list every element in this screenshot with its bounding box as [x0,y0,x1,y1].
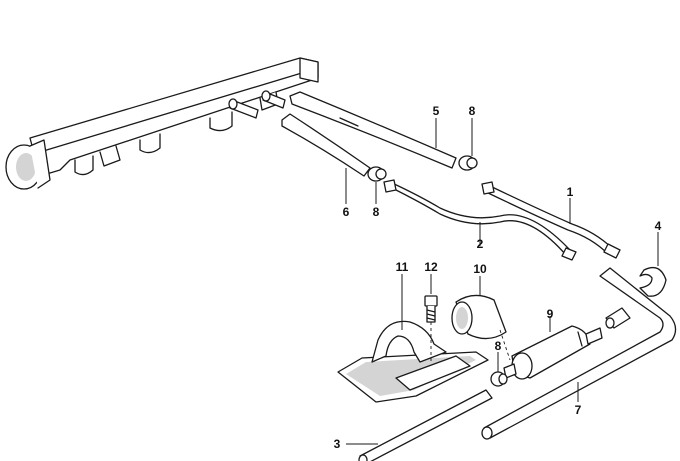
hose-clamp-8-upper [458,155,478,171]
callout-12: 12 [424,260,438,274]
fuel-pipe-2 [389,181,571,251]
callout-7: 7 [575,403,582,417]
mounting-bracket-11 [337,320,489,403]
callout-5: 5 [433,104,440,118]
callout-11: 11 [396,260,409,274]
fuel-hose-5 [289,91,457,169]
hose-clamp-8-lower [490,371,508,387]
callout-1: 1 [567,185,574,199]
callout-4: 4 [655,219,662,233]
callout-9: 9 [547,307,554,321]
fuel-hose-6 [281,113,371,177]
rubber-sleeve-10 [451,294,507,340]
callout-8-upper: 8 [469,104,476,118]
callout-3: 3 [334,437,341,451]
bolt-12 [424,295,438,323]
fuel-rail [5,57,319,190]
callout-6: 6 [343,205,350,219]
callout-10: 10 [473,262,487,276]
callout-8-middle: 8 [373,205,380,219]
leader-lines [345,118,659,445]
fuel-filter-9 [503,325,603,380]
fuel-hose-3 [359,389,493,461]
callout-2: 2 [477,237,484,251]
hose-clamp-8-middle [367,166,387,182]
callouts: 1 2 3 4 5 6 7 8 8 8 9 10 11 12 [334,104,662,451]
fuel-pipe-1 [489,185,613,249]
callout-8-lower: 8 [495,339,502,353]
fuel-hose-4 [639,266,667,297]
